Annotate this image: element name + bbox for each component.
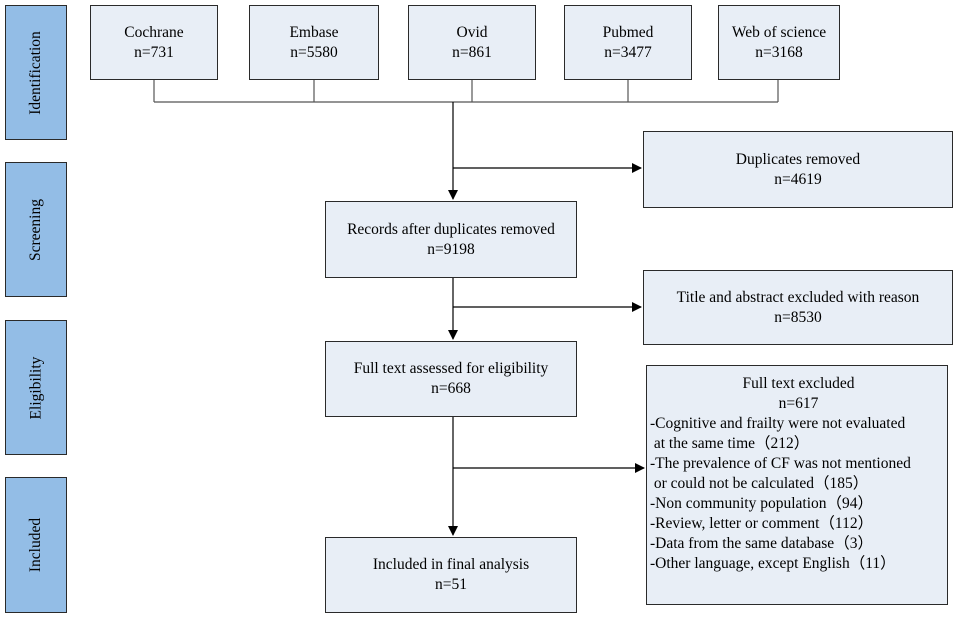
database-box-embase: Embase n=5580: [249, 5, 379, 80]
stage-included: Included: [5, 477, 67, 613]
full-text-excluded-label: Full text excluded: [742, 375, 855, 392]
exclusion-reason: -The prevalence of CF was not mentioned: [650, 455, 911, 472]
included-label: Included in final analysis: [372, 556, 530, 573]
database-count: n=3477: [604, 43, 652, 61]
database-name: Pubmed: [602, 23, 654, 41]
stage-label: Eligibility: [27, 356, 44, 419]
duplicates-count: n=4619: [774, 170, 822, 188]
stage-screening: Screening: [5, 162, 67, 297]
full-text-excluded-box: Full text excluded n=617 -Cognitive and …: [646, 365, 948, 605]
full-text-count: n=668: [431, 380, 471, 397]
database-box-web-of-science: Web of science n=3168: [718, 5, 840, 80]
full-text-assessed-box: Full text assessed for eligibility n=668: [325, 341, 577, 417]
stage-identification: Identification: [5, 5, 67, 140]
database-box-cochrane: Cochrane n=731: [90, 5, 218, 80]
included-count: n=51: [435, 576, 467, 593]
database-count: n=731: [134, 43, 174, 61]
records-after-duplicates-box: Records after duplicates removed n=9198: [325, 201, 577, 278]
full-text-label: Full text assessed for eligibility: [353, 360, 549, 377]
records-label: Records after duplicates removed: [347, 220, 555, 238]
title-abstract-count: n=8530: [774, 308, 822, 326]
stage-label: Included: [26, 517, 44, 573]
database-name: Embase: [289, 23, 339, 41]
database-name: Cochrane: [124, 23, 184, 41]
database-box-pubmed: Pubmed n=3477: [564, 5, 692, 80]
included-final-analysis-box: Included in final analysis n=51: [325, 537, 577, 613]
exclusion-reason: or could not be calculated（185）: [650, 475, 869, 492]
database-count: n=861: [452, 43, 492, 61]
exclusion-reason: -Cognitive and frailty were not evaluate…: [650, 415, 906, 432]
duplicates-label: Duplicates removed: [735, 150, 861, 168]
database-name: Web of science: [731, 23, 827, 41]
database-count: n=5580: [290, 43, 338, 61]
exclusion-reason: -Non community population（94）: [650, 495, 874, 512]
database-count: n=3168: [755, 43, 803, 61]
exclusion-reason: -Data from the same database（3）: [650, 535, 873, 552]
duplicates-removed-box: Duplicates removed n=4619: [643, 131, 953, 208]
database-name: Ovid: [456, 23, 488, 41]
exclusion-reason: -Review, letter or comment（112）: [650, 515, 874, 532]
records-count: n=9198: [427, 240, 475, 258]
title-abstract-label: Title and abstract excluded with reason: [676, 288, 920, 306]
stage-label: Screening: [27, 198, 45, 261]
stage-eligibility: Eligibility: [5, 320, 67, 455]
database-box-ovid: Ovid n=861: [408, 5, 536, 80]
stage-label: Identification: [27, 30, 44, 115]
full-text-excluded-count: n=617: [778, 395, 819, 412]
exclusion-reason: at the same time（212）: [650, 435, 810, 452]
exclusion-reason: -Other language, except English（11）: [650, 555, 896, 572]
title-abstract-excluded-box: Title and abstract excluded with reason …: [643, 270, 953, 345]
